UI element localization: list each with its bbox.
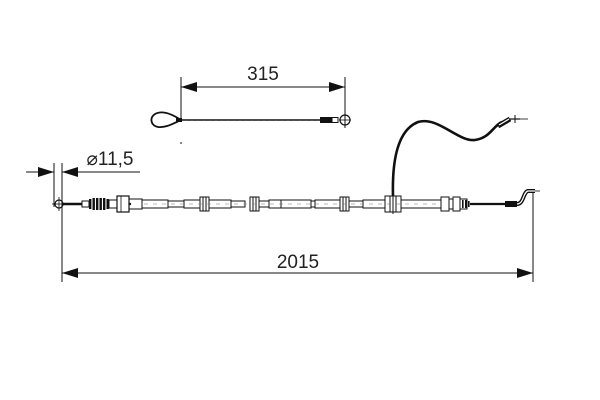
bellows-icon	[89, 198, 109, 210]
short-cable	[150, 111, 351, 129]
dimension-label-315: 315	[247, 64, 279, 85]
dimension-315: 315	[180, 64, 346, 128]
eyelet-loop-icon	[150, 111, 182, 129]
stray-dot	[180, 142, 182, 144]
dimension-label-diameter: ⌀11,5	[86, 149, 133, 170]
branch-cable	[391, 115, 528, 214]
dimension-2015: 2015	[62, 193, 534, 282]
main-cable	[52, 189, 540, 213]
dimension-diameter: ⌀11,5	[26, 149, 140, 282]
dimension-label-2015: 2015	[277, 252, 319, 273]
